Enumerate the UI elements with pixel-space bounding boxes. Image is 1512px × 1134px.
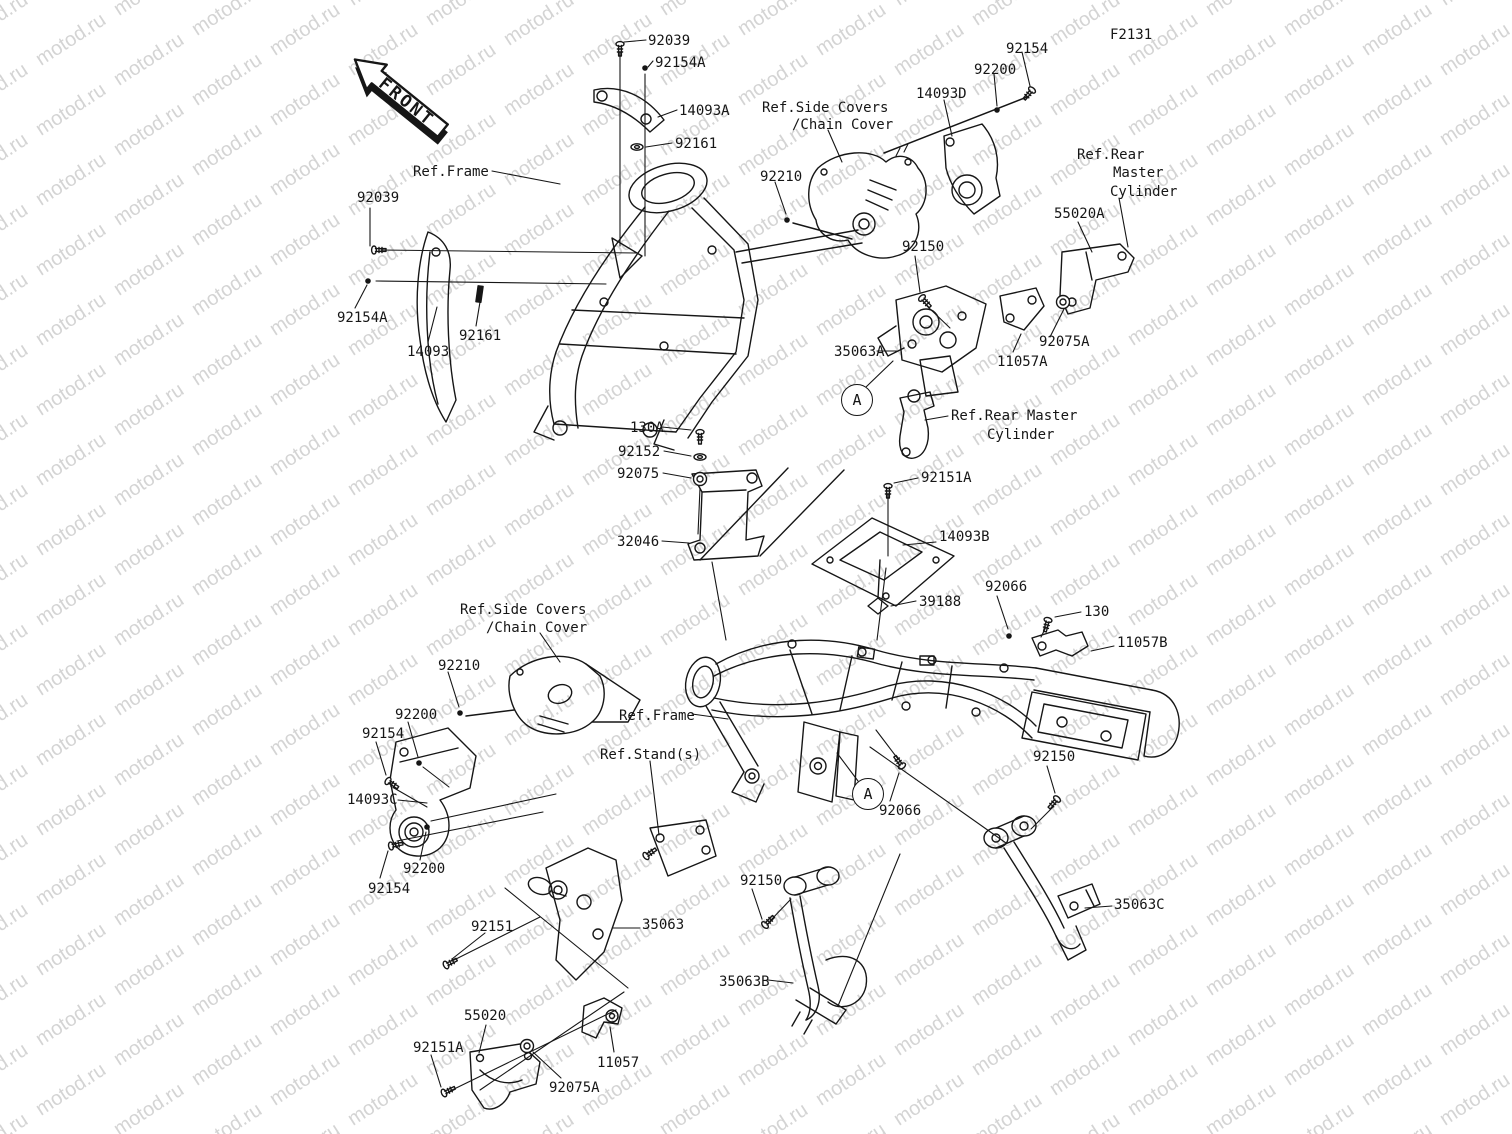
part-label-92039: 92039 <box>357 190 400 206</box>
part-label-ref-rear-master: Ref.Rear Master <box>951 408 1078 424</box>
chain-cover-lower-art <box>508 655 641 735</box>
part-label-92150: 92150 <box>1033 749 1076 765</box>
part-14093C-art <box>389 727 477 857</box>
part-35063B-art <box>783 866 868 1035</box>
part-label-92154: 92154 <box>1006 41 1049 57</box>
part-label-92039: 92039 <box>648 33 691 49</box>
part-label-92200: 92200 <box>974 62 1017 78</box>
part-35063-art <box>527 819 717 981</box>
part-14093A-art <box>593 87 665 133</box>
part-label-master: Master <box>1113 165 1164 181</box>
part-label-35063: 35063 <box>642 917 685 933</box>
part-label-35063a: 35063A <box>834 344 885 360</box>
part-label-14093c: 14093C <box>347 792 398 808</box>
part-label-32046: 32046 <box>617 534 660 550</box>
part-14093D-art <box>943 123 1001 215</box>
part-label-92200: 92200 <box>395 707 438 723</box>
part-label-130: 130 <box>1084 604 1110 620</box>
lower-frame-art <box>684 639 1180 803</box>
part-label-92150: 92150 <box>902 239 945 255</box>
part-label-11057a: 11057A <box>997 354 1048 370</box>
detail-marker-a: A <box>841 384 873 416</box>
part-label-f2131: F2131 <box>1110 27 1153 43</box>
part-label-92200: 92200 <box>403 861 446 877</box>
part-label-11057b: 11057B <box>1117 635 1168 651</box>
part-14093-art <box>416 231 457 423</box>
part-label-92151a: 92151A <box>413 1040 464 1056</box>
part-label-92154a: 92154A <box>655 55 706 71</box>
part-label-92152: 92152 <box>618 444 661 460</box>
part-label-ref-frame: Ref.Frame <box>619 708 695 724</box>
part-label-55020: 55020 <box>464 1008 507 1024</box>
part-label-92161: 92161 <box>675 136 718 152</box>
part-label-55020a: 55020A <box>1054 206 1105 222</box>
part-label-cylinder: Cylinder <box>987 427 1055 443</box>
part-label-14093a: 14093A <box>679 103 730 119</box>
part-35063C-art <box>983 815 1101 961</box>
part-label-ref-rear: Ref.Rear <box>1077 147 1145 163</box>
part-11057B-art <box>1031 629 1089 657</box>
part-label-35063c: 35063C <box>1114 897 1165 913</box>
part-label-35063b: 35063B <box>719 974 770 990</box>
part-35063A-art <box>877 285 987 459</box>
fasteners <box>364 40 1071 1099</box>
part-label-92154: 92154 <box>362 726 405 742</box>
part-label-39188: 39188 <box>919 594 962 610</box>
part-label-92075a: 92075A <box>1039 334 1090 350</box>
leader-lines <box>354 39 1129 1092</box>
detail-marker-a: A <box>852 778 884 810</box>
part-label-92161: 92161 <box>459 328 502 344</box>
part-32046-art <box>687 467 845 561</box>
part-label-ref-side-covers: Ref.Side Covers <box>762 100 889 116</box>
part-label-92066: 92066 <box>985 579 1028 595</box>
part-label-11057: 11057 <box>597 1055 640 1071</box>
part-label-14093b: 14093B <box>939 529 990 545</box>
part-label-ref-stand-s: Ref.Stand(s) <box>600 747 702 763</box>
part-label-cylinder: Cylinder <box>1110 184 1178 200</box>
part-label-92154a: 92154A <box>337 310 388 326</box>
part-label-92075a: 92075A <box>549 1080 600 1096</box>
part-label-92075: 92075 <box>617 466 660 482</box>
part-label-92151a: 92151A <box>921 470 972 486</box>
part-label-92150: 92150 <box>740 873 783 889</box>
part-14093B-art <box>811 517 955 615</box>
part-11057A-art <box>999 287 1045 331</box>
part-label-14093d: 14093D <box>916 86 967 102</box>
upper-frame-art <box>533 162 863 451</box>
part-label-92154: 92154 <box>368 881 411 897</box>
part-label-92210: 92210 <box>760 169 803 185</box>
part-11057-art <box>581 997 623 1039</box>
part-label-92066: 92066 <box>879 803 922 819</box>
chain-cover-upper-art <box>808 152 927 259</box>
part-label-14093: 14093 <box>407 344 450 360</box>
part-label-130a: 130A <box>630 420 664 436</box>
part-label-ref-side-covers: Ref.Side Covers <box>460 602 587 618</box>
part-label-ref-frame: Ref.Frame <box>413 164 489 180</box>
part-label-chain-cover: /Chain Cover <box>792 117 894 133</box>
part-label-chain-cover: /Chain Cover <box>486 620 588 636</box>
part-label-92151: 92151 <box>471 919 514 935</box>
part-label-92210: 92210 <box>438 658 481 674</box>
